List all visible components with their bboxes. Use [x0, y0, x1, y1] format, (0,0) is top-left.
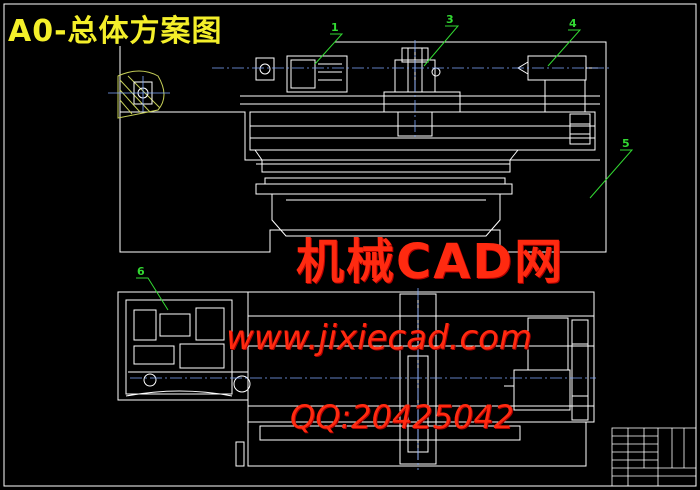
pulley-centerline [108, 76, 170, 112]
front-centerline [212, 40, 610, 140]
callout-labels: 1 3 4 5 6 [137, 13, 630, 278]
drawing-frame [3, 3, 697, 487]
front-view [119, 41, 607, 253]
callout-3: 3 [446, 13, 454, 26]
callout-1: 1 [331, 21, 339, 34]
watermark-site-name: 机械CAD网 [296, 234, 565, 290]
watermark-qq: QQ:20425042 [290, 398, 515, 436]
drawing-title: A0-总体方案图 [8, 14, 223, 49]
top-centerline [130, 288, 596, 470]
title-block [611, 427, 697, 487]
pulley-cover [117, 70, 165, 119]
callout-6: 6 [137, 265, 145, 278]
callout-5: 5 [622, 137, 630, 150]
callout-4: 4 [569, 17, 577, 30]
callout-leaders [136, 25, 634, 311]
top-view [117, 291, 595, 467]
watermark-url: www.jixiecad.com [226, 318, 532, 358]
